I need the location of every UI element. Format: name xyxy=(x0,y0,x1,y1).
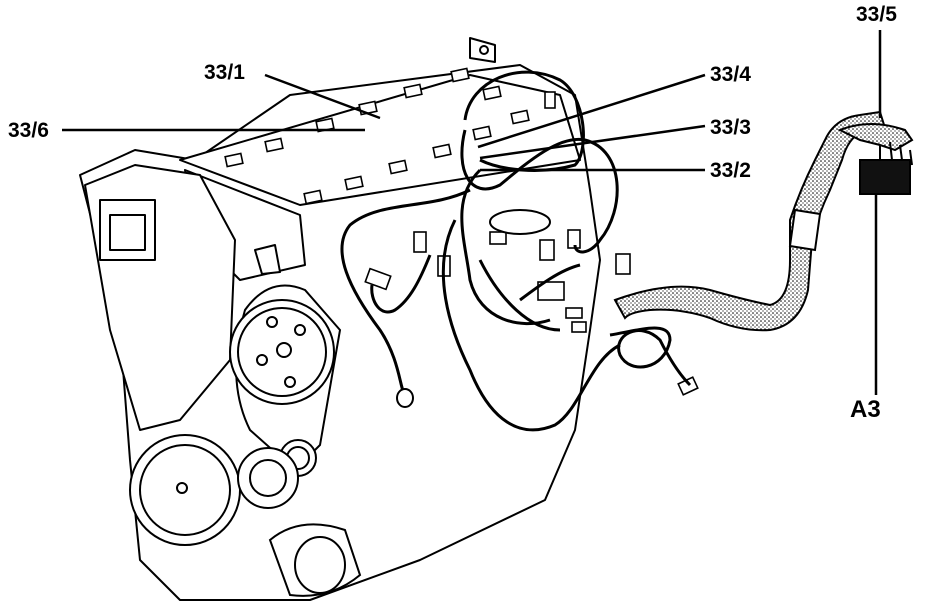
callout-33-4: 33/4 xyxy=(710,63,751,86)
leader-lines xyxy=(62,30,882,395)
control-module-connector xyxy=(859,159,911,195)
callout-33-1: 33/1 xyxy=(204,61,245,84)
ignition-connectors xyxy=(224,67,699,396)
cylinder-head xyxy=(179,74,581,206)
callout-33-2: 33/2 xyxy=(710,159,751,182)
callout-a3: A3 xyxy=(850,396,881,423)
callout-33-3: 33/3 xyxy=(710,116,751,139)
wiring-harness-wires xyxy=(340,70,692,432)
callout-33-6: 33/6 xyxy=(8,119,49,142)
callout-33-5: 33/5 xyxy=(856,3,897,26)
